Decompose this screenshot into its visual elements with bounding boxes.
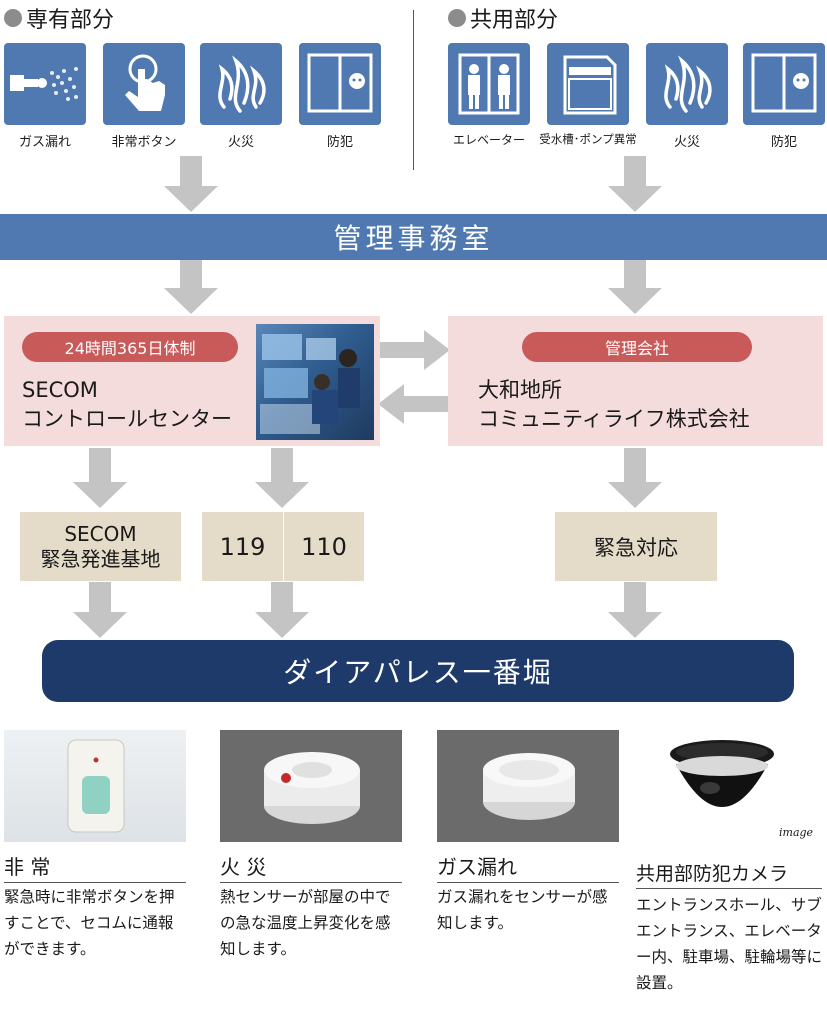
crime-prevention-icon bbox=[299, 43, 381, 125]
bullet-dot-icon bbox=[4, 9, 22, 27]
private-icon-security: 防犯 bbox=[299, 43, 381, 150]
arrow-down-icon bbox=[608, 582, 662, 638]
common-icon-elevator: エレベーター bbox=[448, 43, 530, 147]
water-tank-icon bbox=[547, 43, 629, 125]
arrow-down-icon bbox=[608, 258, 662, 314]
private-icon-label: 火災 bbox=[227, 135, 254, 150]
management-company-panel: 管理会社 大和地所 コミュニティライフ株式会社 bbox=[448, 316, 823, 446]
private-area-title: 専有部分 bbox=[26, 8, 115, 33]
secom-dispatch-line2: 緊急発進基地 bbox=[40, 546, 161, 571]
common-icon-label: 受水槽･ポンプ異常 bbox=[539, 132, 637, 146]
private-icon-fire: 火災 bbox=[200, 43, 282, 150]
arrow-right-icon bbox=[380, 330, 450, 370]
camera-card-desc: エントランスホール、サブエントランス、エレベーター内、駐車場、駐輪場等に設置。 bbox=[636, 896, 823, 992]
emergency-button-icon bbox=[103, 43, 185, 125]
secom-dispatch-line1: SECOM bbox=[64, 521, 137, 546]
management-company-line1: 大和地所 bbox=[478, 378, 562, 402]
arrow-down-icon bbox=[73, 582, 127, 638]
emergency-card-title: 非 常 bbox=[4, 851, 186, 883]
arrow-down-icon bbox=[164, 258, 218, 314]
emergency-button-photo bbox=[4, 730, 186, 842]
private-icon-gas: ガス漏れ bbox=[4, 43, 86, 150]
arrow-left-icon bbox=[378, 384, 448, 424]
private-area-heading: 専有部分 bbox=[4, 2, 114, 34]
management-office-label: 管理事務室 bbox=[333, 222, 494, 255]
gas-leak-icon bbox=[4, 43, 86, 125]
building-name: ダイアパレス一番堀 bbox=[283, 656, 553, 689]
secom-center-panel: 24時間365日体制 SECOM コントロールセンター bbox=[4, 316, 380, 446]
arrow-down-icon bbox=[608, 156, 662, 212]
gas-card-title: ガス漏れ bbox=[437, 851, 619, 883]
emergency-card-desc: 緊急時に非常ボタンを押すことで、セコムに通報ができます。 bbox=[4, 888, 175, 958]
secom-badge: 24時間365日体制 bbox=[22, 332, 238, 362]
elevator-icon bbox=[448, 43, 530, 125]
secom-center-name: SECOM コントロールセンター bbox=[22, 376, 232, 434]
secom-center-line1: SECOM bbox=[22, 378, 98, 402]
fire-icon bbox=[646, 43, 728, 125]
common-area-title: 共用部分 bbox=[470, 8, 559, 33]
common-area-heading: 共用部分 bbox=[448, 2, 558, 34]
camera-card-title: 共用部防犯カメラ bbox=[636, 859, 822, 889]
police-number-box: 110 bbox=[284, 512, 364, 581]
fire-icon bbox=[200, 43, 282, 125]
police-number: 110 bbox=[301, 532, 347, 561]
arrow-down-icon bbox=[255, 448, 309, 508]
emergency-response-label: 緊急対応 bbox=[594, 535, 678, 560]
fire-card-title: 火 災 bbox=[220, 851, 402, 883]
arrow-down-icon bbox=[73, 448, 127, 508]
gas-card-desc: ガス漏れをセンサーが感知します。 bbox=[437, 888, 608, 932]
fire-number: 119 bbox=[219, 532, 266, 561]
private-icon-label: 非常ボタン bbox=[111, 135, 177, 150]
private-icon-label: 防犯 bbox=[326, 135, 353, 150]
common-icon-label: エレベーター bbox=[452, 133, 525, 147]
emergency-response-box: 緊急対応 bbox=[555, 512, 717, 581]
security-camera-photo: image bbox=[636, 730, 822, 842]
management-company-name: 大和地所 コミュニティライフ株式会社 bbox=[478, 376, 750, 434]
common-icon-security: 防犯 bbox=[743, 43, 825, 150]
fire-number-box: 119 bbox=[202, 512, 283, 581]
camera-photo-caption: image bbox=[779, 826, 814, 839]
private-icon-label: ガス漏れ bbox=[18, 135, 71, 150]
gas-sensor-photo bbox=[437, 730, 619, 842]
arrow-down-icon bbox=[255, 582, 309, 638]
management-company-line2: コミュニティライフ株式会社 bbox=[478, 407, 750, 431]
fire-card-desc: 熱センサーが部屋の中での急な温度上昇変化を感知します。 bbox=[220, 888, 391, 958]
common-icon-fire: 火災 bbox=[646, 43, 728, 150]
secom-center-line2: コントロールセンター bbox=[22, 407, 232, 431]
secom-dispatch-box: SECOM 緊急発進基地 bbox=[20, 512, 181, 581]
management-office-bar: 管理事務室 bbox=[0, 214, 827, 260]
section-divider bbox=[413, 10, 414, 170]
crime-prevention-icon bbox=[743, 43, 825, 125]
common-icon-label: 火災 bbox=[673, 135, 700, 150]
private-icon-emergency: 非常ボタン bbox=[103, 43, 185, 150]
control-room-photo bbox=[256, 324, 374, 440]
heat-sensor-photo bbox=[220, 730, 402, 842]
arrow-down-icon bbox=[164, 156, 218, 212]
bullet-dot-icon bbox=[448, 9, 466, 27]
common-icon-label: 防犯 bbox=[770, 135, 797, 150]
common-icon-water-tank: 受水槽･ポンプ異常 bbox=[539, 43, 637, 146]
building-name-bar: ダイアパレス一番堀 bbox=[42, 640, 794, 702]
management-company-badge: 管理会社 bbox=[522, 332, 752, 362]
arrow-down-icon bbox=[608, 448, 662, 508]
